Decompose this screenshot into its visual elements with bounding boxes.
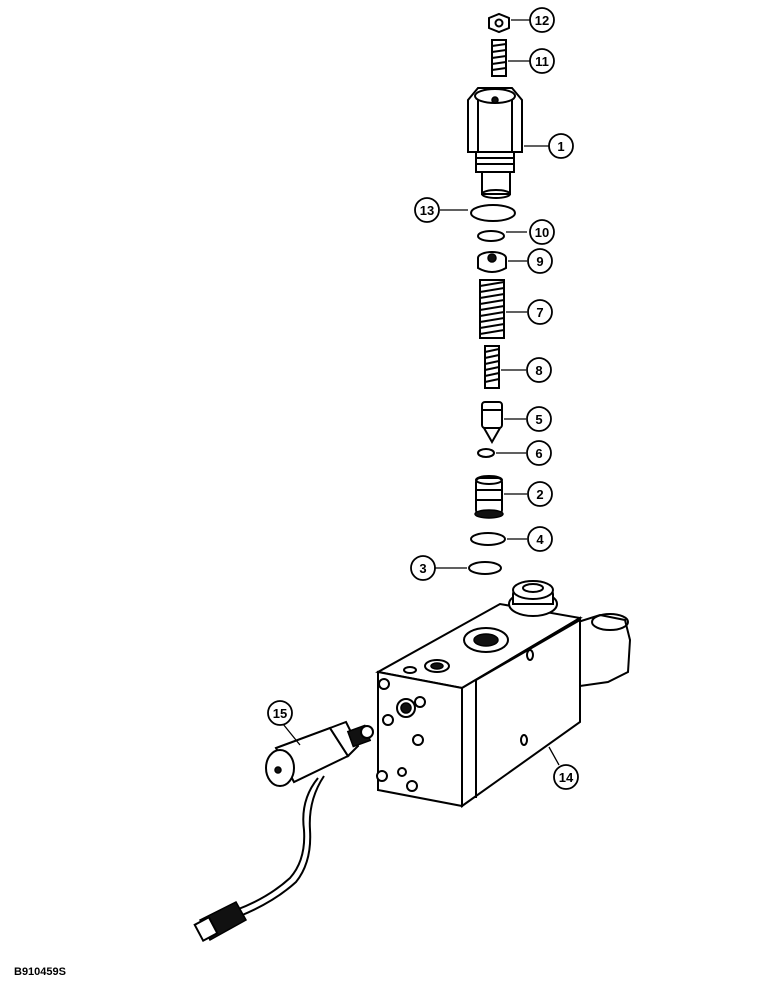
callout-14: 14 xyxy=(553,764,579,790)
svg-text:4: 4 xyxy=(536,532,544,547)
callout-15: 15 xyxy=(267,700,293,726)
part-6-o-ring xyxy=(477,448,495,458)
svg-text:9: 9 xyxy=(536,254,543,269)
callout-12: 12 xyxy=(529,7,555,33)
callout-2: 2 xyxy=(527,481,553,507)
part-3-o-ring xyxy=(468,561,502,575)
callout-8: 8 xyxy=(526,357,552,383)
part-1-cap xyxy=(467,87,523,199)
part-11-set-screw xyxy=(491,39,507,77)
svg-text:8: 8 xyxy=(535,363,542,378)
svg-text:14: 14 xyxy=(559,770,574,785)
callout-6: 6 xyxy=(526,440,552,466)
leader-lines xyxy=(282,19,560,766)
callout-13: 13 xyxy=(414,197,440,223)
callout-7: 7 xyxy=(527,299,553,325)
svg-text:10: 10 xyxy=(535,225,549,240)
callout-1: 1 xyxy=(548,133,574,159)
part-15-solenoid xyxy=(193,720,374,943)
svg-text:5: 5 xyxy=(535,412,542,427)
figure-code: B910459S xyxy=(14,966,66,978)
part-12-nut xyxy=(488,12,510,34)
svg-text:7: 7 xyxy=(536,305,543,320)
svg-text:3: 3 xyxy=(419,561,426,576)
part-4-backup-ring xyxy=(470,532,506,546)
svg-text:12: 12 xyxy=(535,13,549,28)
svg-text:2: 2 xyxy=(536,487,543,502)
part-10-ring xyxy=(477,230,505,242)
callout-11: 11 xyxy=(529,48,555,74)
part-14-valve-body xyxy=(375,580,632,808)
svg-text:15: 15 xyxy=(273,706,287,721)
svg-text:1: 1 xyxy=(557,139,564,154)
svg-text:6: 6 xyxy=(535,446,542,461)
part-5-poppet xyxy=(481,401,503,445)
part-2-seat xyxy=(474,475,504,519)
callout-9: 9 xyxy=(527,248,553,274)
callout-3: 3 xyxy=(410,555,436,581)
part-13-o-ring xyxy=(470,204,516,222)
callout-5: 5 xyxy=(526,406,552,432)
callout-10: 10 xyxy=(529,219,555,245)
part-8-spring xyxy=(484,345,500,389)
part-7-spring xyxy=(479,279,505,339)
part-9-plug xyxy=(477,251,507,273)
svg-text:11: 11 xyxy=(535,54,549,69)
svg-text:13: 13 xyxy=(420,203,434,218)
callout-4: 4 xyxy=(527,526,553,552)
